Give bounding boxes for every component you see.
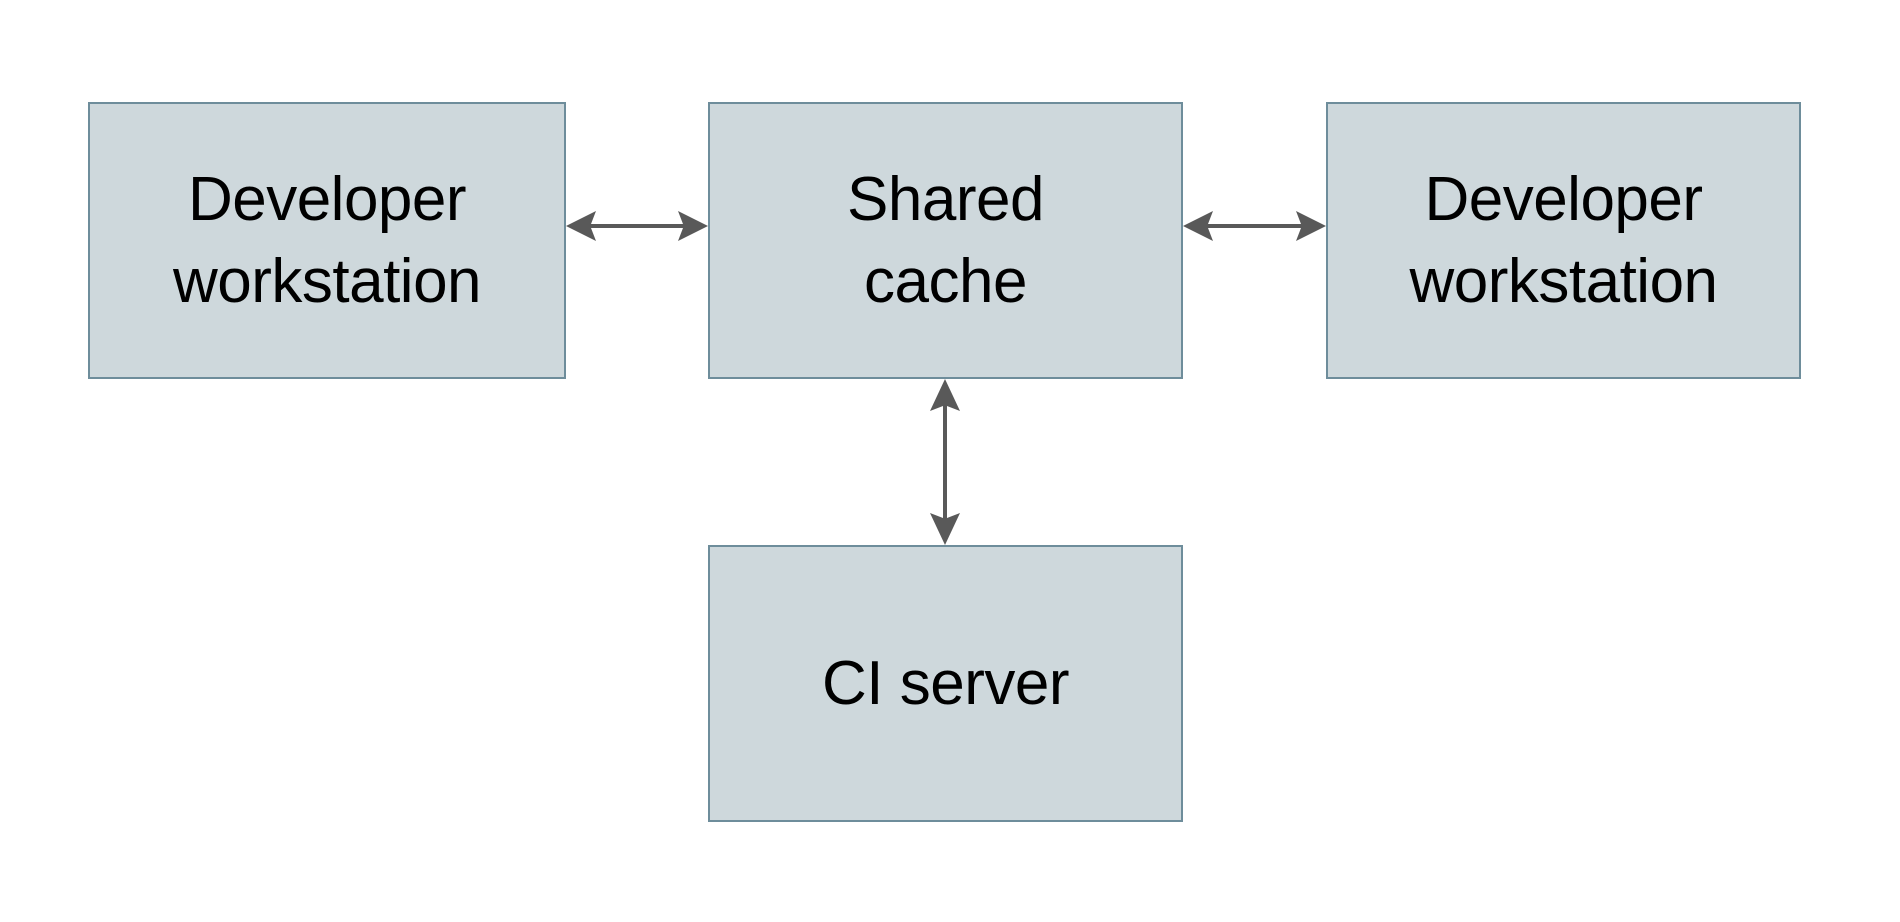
node-label: Developer workstation xyxy=(1409,164,1718,316)
node-label: CI server xyxy=(822,648,1069,718)
double-arrow-horizontal-icon xyxy=(1183,211,1326,241)
node-developer-workstation-left[interactable]: Developer workstation xyxy=(88,102,566,379)
connector-left-workstation-to-cache xyxy=(566,196,708,256)
double-arrow-horizontal-icon xyxy=(566,211,708,241)
node-label: Developer workstation xyxy=(172,164,482,316)
node-label: Shared cache xyxy=(847,164,1044,316)
node-developer-workstation-right[interactable]: Developer workstation xyxy=(1326,102,1801,379)
node-shared-cache[interactable]: Shared cache xyxy=(708,102,1183,379)
node-ci-server[interactable]: CI server xyxy=(708,545,1183,822)
connector-cache-to-right-workstation xyxy=(1183,196,1326,256)
connector-cache-to-ci-server xyxy=(915,379,975,545)
double-arrow-vertical-icon xyxy=(930,379,960,545)
